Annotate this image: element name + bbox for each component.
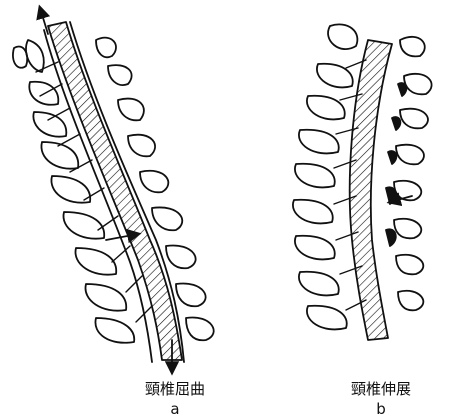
ligament-bulges-b xyxy=(386,83,406,246)
panel-a-caption: 頸椎屈曲 xyxy=(120,382,230,397)
panel-a-letter: a xyxy=(160,402,190,417)
panel-b-drawing xyxy=(293,24,432,340)
spinous-processes-b xyxy=(394,37,432,310)
panel-a-drawing xyxy=(13,8,214,372)
panel-b-letter: b xyxy=(366,402,396,417)
panel-b-caption: 頸椎伸展 xyxy=(326,382,436,397)
vertebral-bodies-b xyxy=(293,24,357,329)
